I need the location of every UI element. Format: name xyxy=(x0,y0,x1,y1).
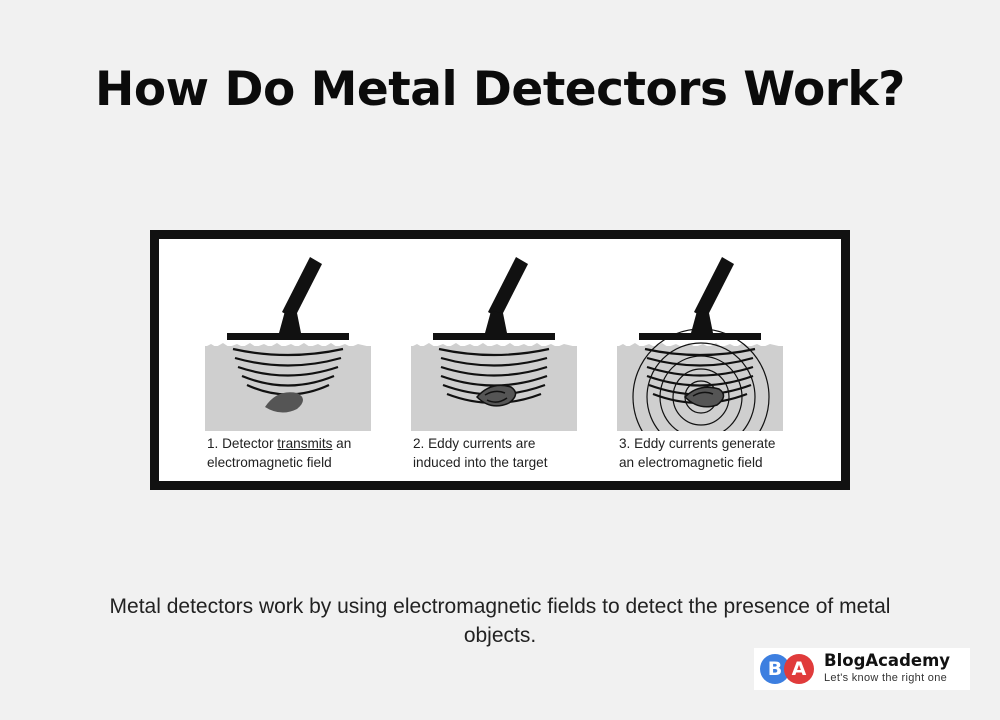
metal-target xyxy=(683,386,725,408)
blogacademy-logo: B A BlogAcademy Let's know the right one xyxy=(754,648,970,690)
search-coil xyxy=(227,333,349,340)
panel-2-caption: 2. Eddy currents are induced into the ta… xyxy=(413,436,548,470)
logo-tagline: Let's know the right one xyxy=(824,672,948,684)
logo-brand-name: BlogAcademy xyxy=(824,651,951,670)
diagram-frame: 1. Detector transmits an electromagnetic… xyxy=(150,230,850,490)
panel-eddy-induced: 2. Eddy currents are induced into the ta… xyxy=(411,239,577,474)
detector-shaft xyxy=(282,257,322,319)
metal-target xyxy=(265,392,303,413)
page-title: How Do Metal Detectors Work? xyxy=(95,62,905,117)
eddy-induced-illustration xyxy=(411,257,577,431)
description-text: Metal detectors work by using electromag… xyxy=(109,595,891,647)
metal-target xyxy=(475,384,517,407)
eddy-field-illustration xyxy=(617,257,783,431)
logo-badge-a: A xyxy=(784,654,814,684)
search-coil xyxy=(433,333,555,340)
detector-shaft xyxy=(488,257,528,319)
panel-3-caption: 3. Eddy currents generate an electromagn… xyxy=(619,436,776,470)
panel-1-caption: 1. Detector transmits an electromagnetic… xyxy=(207,436,352,470)
ground xyxy=(205,346,371,431)
detector-mount xyxy=(279,311,301,333)
detector-mount xyxy=(485,311,507,333)
panel-transmit: 1. Detector transmits an electromagnetic… xyxy=(205,239,371,474)
search-coil xyxy=(639,333,761,340)
detector-transmit-illustration xyxy=(205,257,371,431)
detector-shaft xyxy=(694,257,734,319)
panel-eddy-generate: 3. Eddy currents generate an electromagn… xyxy=(617,239,783,474)
detector-mount xyxy=(691,311,713,333)
